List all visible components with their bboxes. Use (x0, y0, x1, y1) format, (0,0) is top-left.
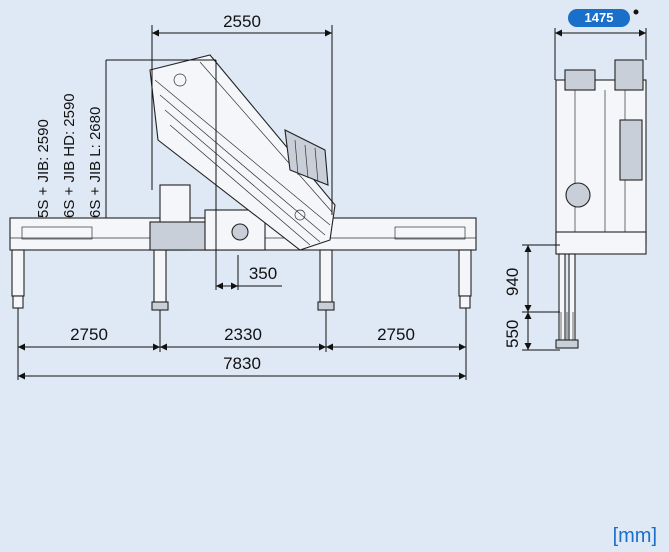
stabilizer-leg-left-outer (11, 249, 25, 297)
dim-span-right: 2750 (377, 325, 415, 344)
height-label-3: 6S + JIB L: 2680 (87, 107, 104, 218)
side-dimensions: 2550 350 5S + JIB: 2590 6S + JIB HD: 259… (17, 12, 467, 380)
dim-span-center: 2330 (224, 325, 262, 344)
front-dimensions: 1475 940 550 (503, 9, 647, 351)
dim-height-upper: 940 (503, 268, 522, 296)
crane-side-view (9, 54, 477, 311)
stabilizer-leg-inner-right (319, 249, 333, 305)
stabilizer-leg-right-outer (458, 249, 472, 297)
dim-span-total: 7830 (223, 354, 261, 373)
dim-inner-offset: 350 (249, 264, 277, 283)
dim-top-width: 2550 (223, 12, 261, 31)
folded-boom (149, 54, 336, 251)
height-label-1: 5S + JIB: 2590 (35, 119, 52, 218)
width-badge-label: 1475 (585, 10, 614, 25)
height-label-2: 6S + JIB HD: 2590 (61, 93, 78, 218)
dim-span-left: 2750 (70, 325, 108, 344)
crane-front-view (555, 59, 647, 349)
dim-height-lower: 550 (503, 320, 522, 348)
unit-label: [mm] (613, 525, 657, 547)
width-badge: 1475 (568, 9, 639, 27)
stabilizer-leg-inner-left (153, 249, 167, 305)
